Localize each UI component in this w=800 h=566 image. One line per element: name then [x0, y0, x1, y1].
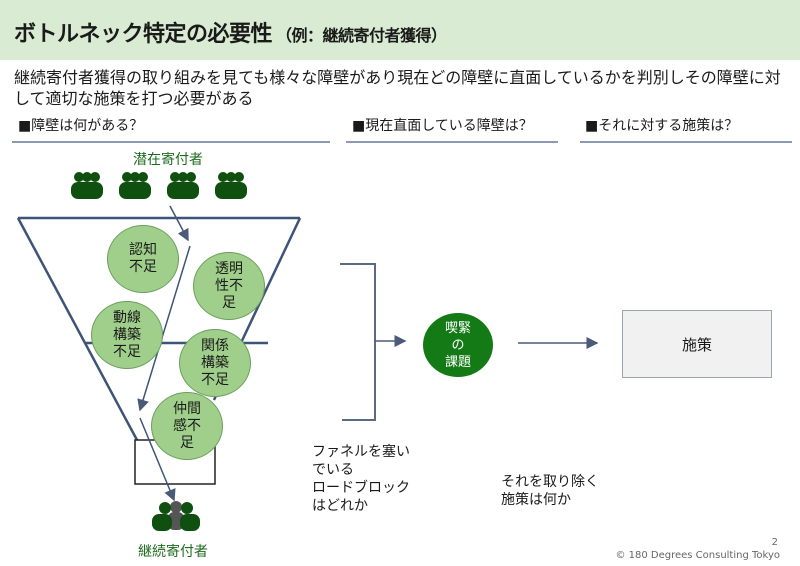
copyright: © 180 Degrees Consulting Tokyo [615, 550, 780, 561]
section-heading-measures: ■それに対する施策は？ [585, 118, 739, 134]
roadblock-caption: ファネルを塞い でいる ロードブロック はどれか [312, 444, 410, 514]
lead-text: 継続寄付者獲得の取り組みを見ても様々な障壁があり現在どの障壁に直面しているかを判… [14, 68, 781, 108]
page-title: ボトルネック特定の必要性（例：継続寄付者獲得） [14, 16, 447, 48]
section-rule-3 [580, 141, 792, 143]
barrier-belonging: 仲間 感不 足 [151, 392, 223, 460]
barrier-transparency: 透明 性不 足 [193, 252, 265, 320]
section-heading-barriers: ■障壁は何がある？ [18, 118, 144, 134]
section-rule-2 [346, 141, 558, 143]
page-number: 2 [771, 537, 778, 548]
header-bar: ボトルネック特定の必要性（例：継続寄付者獲得） [0, 0, 800, 60]
section-heading-current-barrier: ■現在直面している障壁は？ [352, 118, 533, 134]
remove-caption: それを取り除く 施策は何か [501, 474, 599, 508]
bracket [340, 263, 376, 421]
key-issue-circle: 喫緊 の 課題 [423, 313, 493, 377]
measure-label: 施策 [681, 335, 712, 354]
flow-arrow-middle [137, 245, 191, 412]
continuing-donors-label: 継続寄付者 [138, 544, 208, 560]
funnel-left-edge [16, 217, 139, 441]
barrier-relationship: 関係 構築 不足 [179, 329, 251, 397]
title-subtitle: （例：継続寄付者獲得） [276, 26, 447, 45]
flow-arrow-entry [169, 205, 189, 242]
title-main: ボトルネック特定の必要性 [14, 22, 273, 47]
flow-arrow-exit [139, 417, 176, 502]
barrier-awareness: 認知 不足 [107, 225, 179, 293]
measure-box: 施策 [622, 310, 772, 378]
section-rule-1 [12, 141, 330, 143]
potential-donors-label: 潜在寄付者 [133, 152, 203, 168]
people-icon [152, 501, 200, 531]
people-group-icon [71, 172, 247, 199]
barrier-pathway: 動線 構築 不足 [91, 301, 163, 369]
